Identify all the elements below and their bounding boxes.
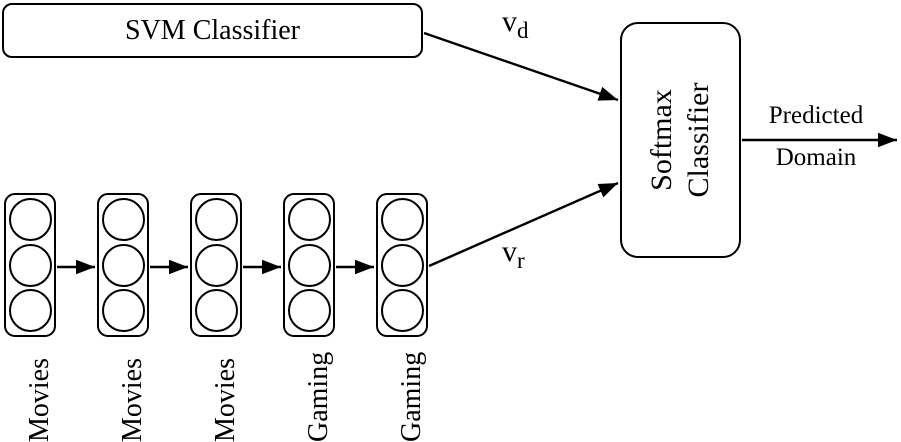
vd-label: vd xyxy=(502,5,529,48)
softmax-classifier-label: Softmax Classifier xyxy=(643,22,719,258)
output-label-line1: Predicted xyxy=(768,102,864,129)
neuron-circle xyxy=(287,197,331,241)
neuron-circle xyxy=(8,243,52,287)
neuron-circle xyxy=(194,289,238,333)
softmax-label-line2: Classifier xyxy=(681,82,715,198)
vr-label: vr xyxy=(502,235,525,278)
neuron-circle xyxy=(287,289,331,333)
neuron-circle xyxy=(8,289,52,333)
neuron-circle xyxy=(194,197,238,241)
svm-classifier-box: SVM Classifier xyxy=(2,3,423,58)
vd-label-sub: d xyxy=(517,18,529,43)
softmax-label-line1: Softmax xyxy=(644,89,678,191)
rnn-cell-5 xyxy=(376,193,428,337)
rnn-cell-2 xyxy=(97,193,149,337)
rnn-cell-4 xyxy=(283,193,335,337)
softmax-classifier-box xyxy=(620,22,741,258)
vr-label-base: v xyxy=(502,235,517,268)
vd-label-base: v xyxy=(502,5,517,38)
neuron-circle xyxy=(101,197,145,241)
rnn-cell-label-2: Movies xyxy=(117,358,148,442)
neuron-circle xyxy=(380,243,424,287)
neuron-circle xyxy=(287,243,331,287)
neuron-circle xyxy=(101,243,145,287)
rnn-cell-label-5: Gaming xyxy=(396,351,427,442)
rnn-cell-label-4: Gaming xyxy=(303,351,334,442)
neuron-circle xyxy=(380,289,424,333)
rnn-cell-label-3: Movies xyxy=(210,358,241,442)
output-label-line2: Domain xyxy=(775,144,857,171)
neuron-circle xyxy=(8,197,52,241)
neuron-circle xyxy=(194,243,238,287)
vr-label-sub: r xyxy=(517,248,525,273)
neuron-circle xyxy=(101,289,145,333)
rnn-cell-1 xyxy=(4,193,56,337)
svm-classifier-label: SVM Classifier xyxy=(125,14,300,46)
rnn-cell-label-1: Movies xyxy=(24,358,55,442)
rnn-cell-3 xyxy=(190,193,242,337)
neuron-circle xyxy=(380,197,424,241)
